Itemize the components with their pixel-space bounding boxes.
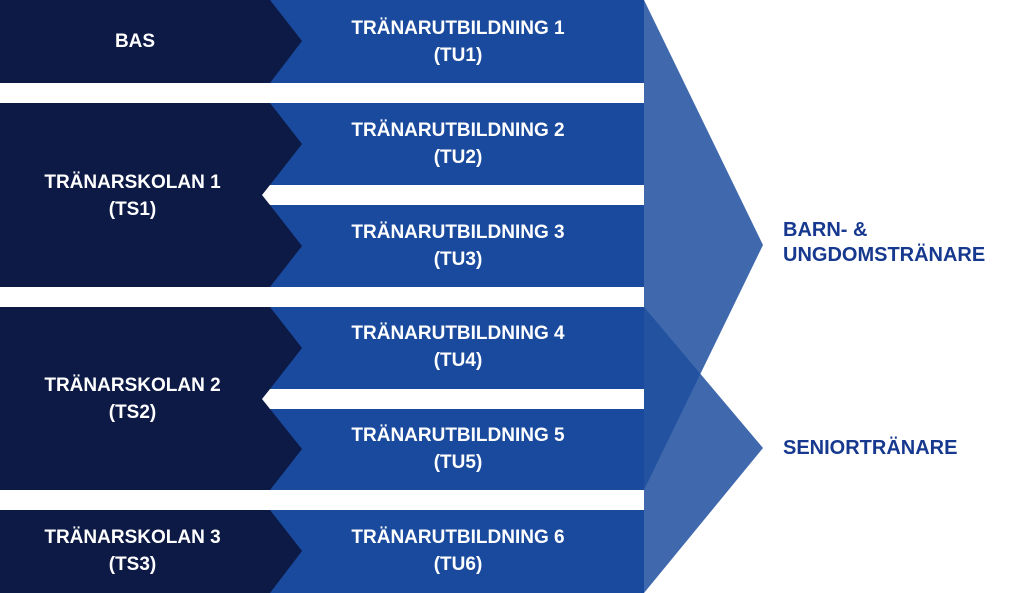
- course-label-tu6: TRÄNARUTBILDNING 6 (TU6): [290, 524, 626, 578]
- chevron-senior: [644, 307, 763, 593]
- school-code: (TS3): [108, 554, 157, 575]
- course-label-tu3: TRÄNARUTBILDNING 3 (TU3): [290, 219, 626, 273]
- school-code: (TS2): [108, 402, 157, 423]
- course-block-tu6: [250, 510, 644, 593]
- course-block-tu1: [250, 0, 644, 83]
- school-label-ts1: TRÄNARSKOLAN 1 (TS1): [0, 169, 265, 223]
- course-name: TRÄNARUTBILDNING 4: [351, 323, 565, 344]
- school-name: TRÄNARSKOLAN 2: [44, 375, 221, 396]
- school-arrow-ts1: [0, 103, 302, 287]
- school-label-bas: BAS: [0, 28, 270, 55]
- course-name: TRÄNARUTBILDNING 3: [351, 222, 565, 243]
- course-code: (TU3): [433, 249, 483, 270]
- outcome-youth-coach: BARN- & UNGDOMSTRÄNARE: [783, 218, 985, 268]
- course-code: (TU2): [433, 147, 483, 168]
- outcome-line: SENIORTRÄNARE: [783, 437, 958, 459]
- school-name: TRÄNARSKOLAN 1: [44, 172, 221, 193]
- course-code: (TU6): [433, 554, 483, 575]
- course-label-tu4: TRÄNARUTBILDNING 4 (TU4): [290, 320, 626, 374]
- school-arrow-bas: [0, 0, 302, 83]
- outcome-line: BARN- &: [783, 219, 868, 241]
- school-code: (TS1): [108, 199, 157, 220]
- course-name: TRÄNARUTBILDNING 1: [351, 18, 565, 39]
- course-label-tu2: TRÄNARUTBILDNING 2 (TU2): [290, 117, 626, 171]
- school-label-ts3: TRÄNARSKOLAN 3 (TS3): [0, 524, 265, 578]
- course-block-tu4: [250, 307, 644, 389]
- school-arrow-ts2: [0, 307, 302, 490]
- course-block-tu3: [250, 205, 644, 287]
- course-code: (TU1): [433, 45, 483, 66]
- course-code: (TU5): [433, 452, 483, 473]
- outcome-line: UNGDOMSTRÄNARE: [783, 244, 986, 266]
- school-arrow-ts3: [0, 510, 302, 593]
- course-code: (TU4): [433, 350, 483, 371]
- course-label-tu5: TRÄNARUTBILDNING 5 (TU5): [290, 422, 626, 476]
- course-block-tu2: [250, 103, 644, 185]
- course-name: TRÄNARUTBILDNING 5: [351, 425, 565, 446]
- course-name: TRÄNARUTBILDNING 6: [351, 527, 565, 548]
- course-block-tu5: [250, 409, 644, 490]
- outcome-senior-coach: SENIORTRÄNARE: [783, 436, 957, 461]
- course-label-tu1: TRÄNARUTBILDNING 1 (TU1): [290, 15, 626, 69]
- course-name: TRÄNARUTBILDNING 2: [351, 120, 565, 141]
- school-name: BAS: [114, 31, 156, 52]
- school-name: TRÄNARSKOLAN 3: [44, 527, 221, 548]
- school-label-ts2: TRÄNARSKOLAN 2 (TS2): [0, 372, 265, 426]
